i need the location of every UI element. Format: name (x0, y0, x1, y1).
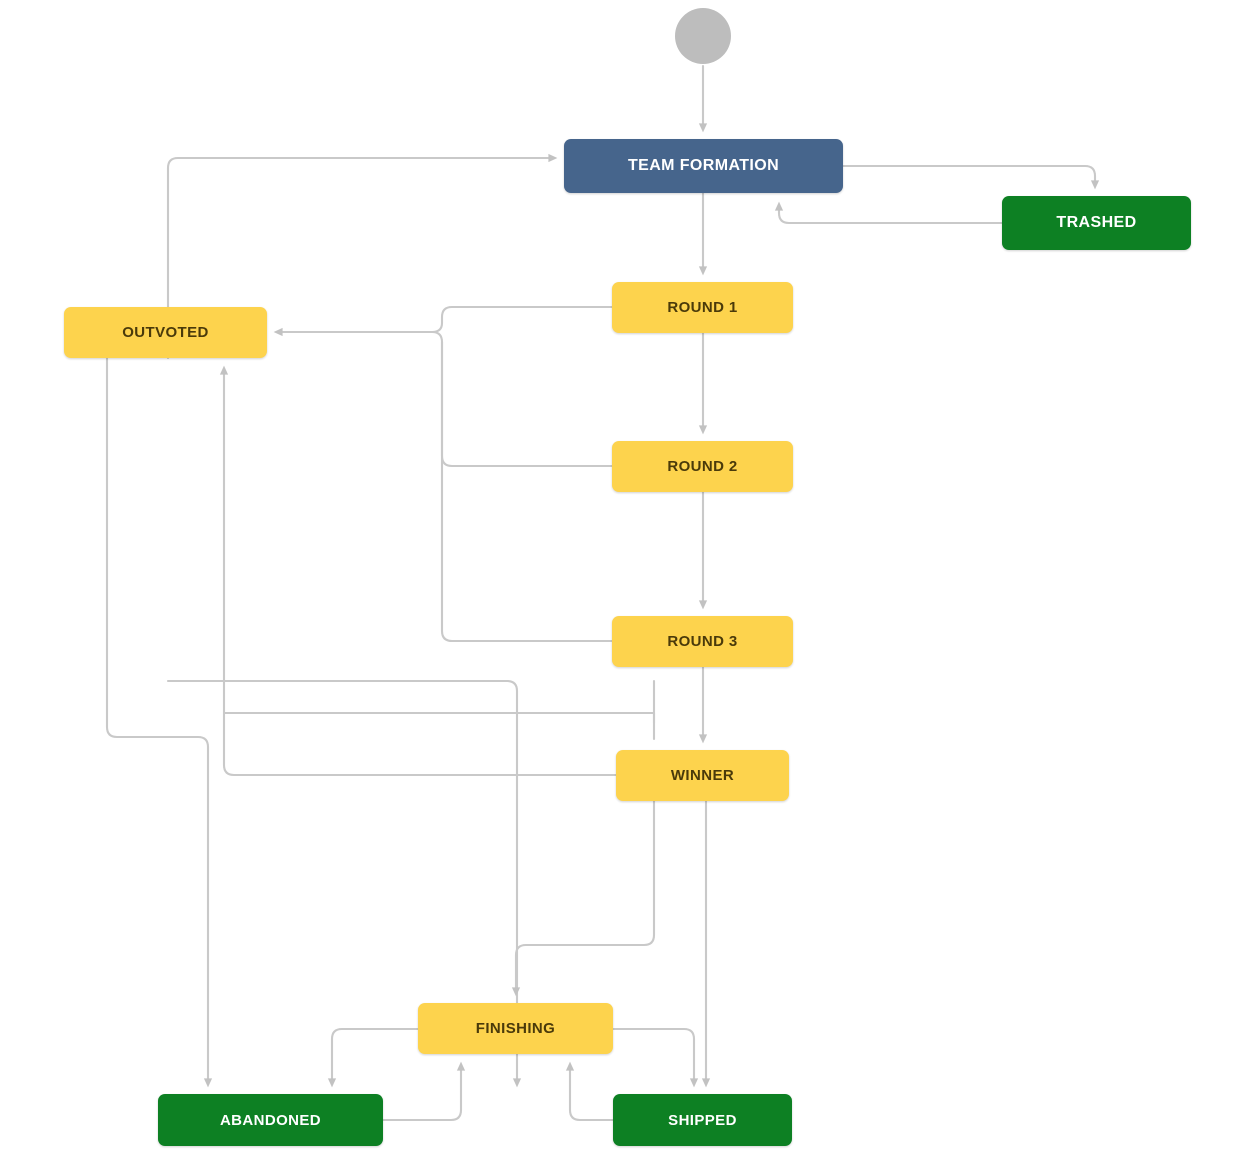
state-label-shipped: SHIPPED (668, 1111, 737, 1129)
edge-finishing-to-shipped (611, 1027, 699, 1088)
state-label-team-formation: TEAM FORMATION (627, 157, 780, 174)
edge-round-2-to-outvoted (298, 330, 614, 468)
state-label-round-2: ROUND 2 (667, 458, 738, 475)
state-label-round-1: ROUND 1 (667, 299, 738, 316)
start-state[interactable] (675, 8, 731, 64)
edge-lane-outvoted-side (222, 711, 656, 725)
edge-round-3-to-outvoted (440, 340, 614, 643)
state-node-round-3[interactable]: ROUND 3 (612, 616, 793, 667)
state-node-team-formation[interactable]: TEAM FORMATION (564, 139, 843, 193)
edge-finishing-to-abandoned (327, 1027, 420, 1088)
edge-winner-to-outvoted (219, 365, 618, 777)
edge-trashed-to-team-formation (774, 201, 1004, 225)
edge-outvoted-to-team-formation (166, 153, 558, 360)
state-label-abandoned: ABANDONED (219, 1111, 322, 1129)
edge-round-1-to-outvoted (273, 305, 614, 337)
state-label-finishing: FINISHING (475, 1020, 556, 1037)
state-node-round-1[interactable]: ROUND 1 (612, 282, 793, 333)
state-label-round-3: ROUND 3 (667, 633, 738, 650)
edge-outvoted-to-abandoned (105, 356, 213, 1088)
state-node-winner[interactable]: WINNER (616, 750, 789, 801)
edge-abandoned-to-finishing (381, 1061, 466, 1122)
edge-shipped-to-finishing (565, 1061, 615, 1122)
state-node-trashed[interactable]: TRASHED (1002, 196, 1191, 250)
state-node-shipped[interactable]: SHIPPED (613, 1094, 792, 1146)
state-node-round-2[interactable]: ROUND 2 (612, 441, 793, 492)
edge-winner-to-finishing (511, 799, 656, 997)
edge-team-formation-to-trashed (841, 164, 1100, 190)
edge-round-3-to-abandoned (166, 679, 522, 1088)
state-label-winner: WINNER (670, 767, 735, 784)
state-node-outvoted[interactable]: OUTVOTED (64, 307, 267, 358)
state-node-finishing[interactable]: FINISHING (418, 1003, 613, 1054)
state-label-trashed: TRASHED (1056, 214, 1137, 231)
state-node-abandoned[interactable]: ABANDONED (158, 1094, 383, 1146)
state-label-outvoted: OUTVOTED (122, 324, 209, 341)
